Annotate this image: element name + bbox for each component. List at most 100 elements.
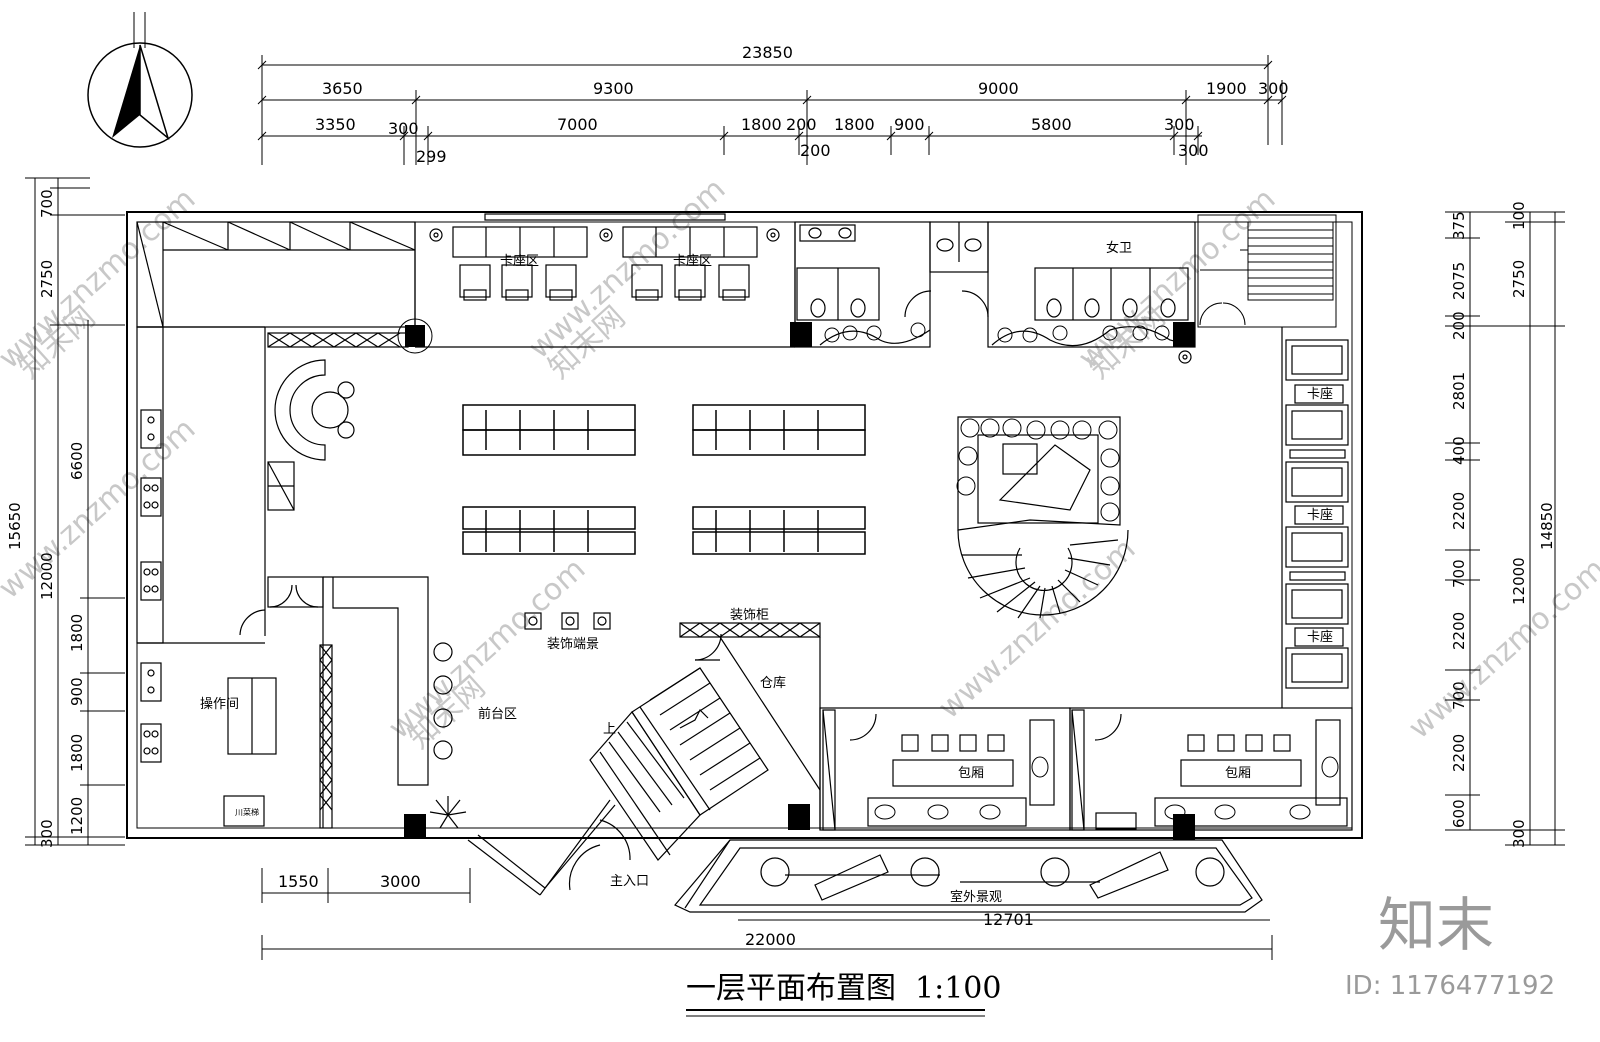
outdoor-landscape bbox=[674, 839, 1263, 913]
dim-label: 2200 bbox=[1450, 492, 1468, 530]
column bbox=[404, 814, 426, 838]
main-stair bbox=[589, 667, 769, 861]
stair-top-right bbox=[1197, 214, 1337, 328]
label-main-entrance: 主入口 bbox=[610, 874, 649, 889]
label-decor-scene: 装饰端景 bbox=[547, 637, 599, 652]
dim-label: 375 bbox=[1450, 211, 1468, 240]
label-display-cabinet: 装饰柜 bbox=[730, 608, 769, 623]
storage-and-cabinet bbox=[679, 622, 821, 830]
dim-label: 1550 bbox=[278, 872, 319, 891]
dim-label: 1800 bbox=[68, 614, 86, 652]
restrooms bbox=[794, 221, 1196, 364]
kitchen-block bbox=[136, 221, 416, 828]
label-booth: 卡座 bbox=[1307, 508, 1333, 523]
label-booth: 卡座 bbox=[1307, 630, 1333, 645]
right-dimensions bbox=[1445, 211, 1565, 846]
label-booth-area: 卡座区 bbox=[673, 254, 712, 269]
dim-label: 2200 bbox=[1450, 734, 1468, 772]
sofa-chairs bbox=[874, 756, 1339, 820]
dim-label: 1800 bbox=[741, 115, 782, 134]
dim-label: 200 bbox=[800, 141, 831, 160]
label-dumbwaiter: 川菜梯 bbox=[235, 807, 259, 817]
dining-tables bbox=[462, 404, 866, 555]
potted-plant-icon bbox=[429, 796, 467, 829]
label-private-room: 包厢 bbox=[1225, 766, 1251, 781]
dim-label: 300 bbox=[1164, 115, 1195, 134]
dim-label: 12000 bbox=[1510, 557, 1528, 605]
top-dimensions bbox=[257, 55, 1287, 165]
column-ring bbox=[397, 318, 433, 354]
drawing-title: 一层平面布置图 1:100 bbox=[686, 971, 1001, 1017]
dim-label: 200 bbox=[786, 115, 817, 134]
dim-label: 299 bbox=[416, 147, 447, 166]
dim-label: 7000 bbox=[557, 115, 598, 134]
image-id: ID: 1176477192 bbox=[1345, 971, 1555, 1001]
dim-label: 200 bbox=[1450, 311, 1468, 340]
dim-label: 2075 bbox=[1450, 262, 1468, 300]
private-rooms bbox=[819, 707, 1353, 831]
left-dimension-labels: 15650 700 2750 6600 12000 1800 900 1800 … bbox=[6, 189, 86, 848]
watermark: www.znzmo.com bbox=[0, 412, 202, 606]
dim-label: 1800 bbox=[68, 734, 86, 772]
column bbox=[1173, 322, 1195, 347]
dim-label: 12701 bbox=[983, 910, 1034, 929]
dim-label: 1900 bbox=[1206, 79, 1247, 98]
planter-shrubs bbox=[956, 418, 1120, 522]
right-dimension-labels: 375 2075 200 2801 400 2200 700 2200 700 … bbox=[1450, 201, 1556, 848]
dim-label: 600 bbox=[1450, 799, 1468, 828]
dim-label: 300 bbox=[1258, 79, 1289, 98]
brand-mark: 知末 bbox=[1378, 891, 1494, 959]
dim-label: 3000 bbox=[380, 872, 421, 891]
label-front-desk: 前台区 bbox=[478, 706, 517, 722]
dim-label: 1200 bbox=[68, 797, 86, 835]
dim-label: 900 bbox=[894, 115, 925, 134]
bottom-dimensions bbox=[261, 868, 1273, 960]
top-dimension-labels: 23850 3650 9300 9000 1900 300 3350 300 7… bbox=[315, 43, 1289, 166]
label-stairs-up: 上 bbox=[603, 722, 616, 737]
exterior-walls bbox=[126, 211, 1363, 839]
dim-label: 900 bbox=[68, 677, 86, 706]
dim-label: 6600 bbox=[68, 442, 86, 480]
label-operation-room: 操作间 bbox=[200, 696, 239, 712]
room-labels: 卡座区 卡座区 女卫 卡座 卡座 卡座 装饰柜 装饰端景 仓库 操作间 前台区 … bbox=[200, 240, 1333, 905]
dim-label: 100 bbox=[1510, 201, 1528, 230]
watermarks: www.znzmo.com www.znzmo.com www.znzmo.co… bbox=[0, 172, 1600, 756]
column bbox=[790, 322, 812, 347]
dim-label: 3650 bbox=[322, 79, 363, 98]
planters bbox=[824, 322, 1170, 343]
dim-label: 700 bbox=[38, 189, 56, 218]
decor-scene bbox=[524, 612, 611, 630]
label-womens-wc: 女卫 bbox=[1106, 240, 1132, 256]
spiral-stair-planter bbox=[957, 416, 1129, 619]
dim-label: 700 bbox=[1450, 559, 1468, 588]
dim-label: 3350 bbox=[315, 115, 356, 134]
dim-total-width-bottom: 22000 bbox=[745, 930, 796, 949]
front-desk-counter bbox=[319, 576, 453, 829]
watermark: www.znzmo.com bbox=[1402, 552, 1600, 746]
label-private-room: 包厢 bbox=[958, 766, 984, 781]
label-booth-area: 卡座区 bbox=[500, 254, 539, 269]
dim-label: 9300 bbox=[593, 79, 634, 98]
dim-label: 2750 bbox=[1510, 260, 1528, 298]
dim-label: 12000 bbox=[38, 552, 56, 600]
booth-seating-right bbox=[1281, 327, 1349, 708]
dim-label: 300 bbox=[38, 819, 56, 848]
bottom-dimension-labels: 1550 3000 12701 22000 bbox=[278, 872, 1034, 949]
dim-label: 300 bbox=[1510, 819, 1528, 848]
dim-label: 2801 bbox=[1450, 372, 1468, 410]
dim-label: 700 bbox=[1450, 681, 1468, 710]
dim-label: 5800 bbox=[1031, 115, 1072, 134]
title-text: 一层平面布置图 bbox=[686, 971, 896, 1006]
dim-label: 1800 bbox=[834, 115, 875, 134]
label-booth: 卡座 bbox=[1307, 387, 1333, 402]
dim-label: 9000 bbox=[978, 79, 1019, 98]
main-entrance bbox=[467, 799, 731, 909]
brand-logo: 知末 ID: 1176477192 bbox=[1345, 891, 1555, 1001]
label-outdoor-landscape: 室外景观 bbox=[950, 889, 1002, 905]
dim-total-height-right: 14850 bbox=[1538, 502, 1556, 550]
left-dimensions bbox=[25, 177, 125, 846]
dim-label: 400 bbox=[1450, 436, 1468, 465]
booth-seating-top bbox=[414, 213, 796, 348]
round-table-booth bbox=[274, 359, 355, 461]
